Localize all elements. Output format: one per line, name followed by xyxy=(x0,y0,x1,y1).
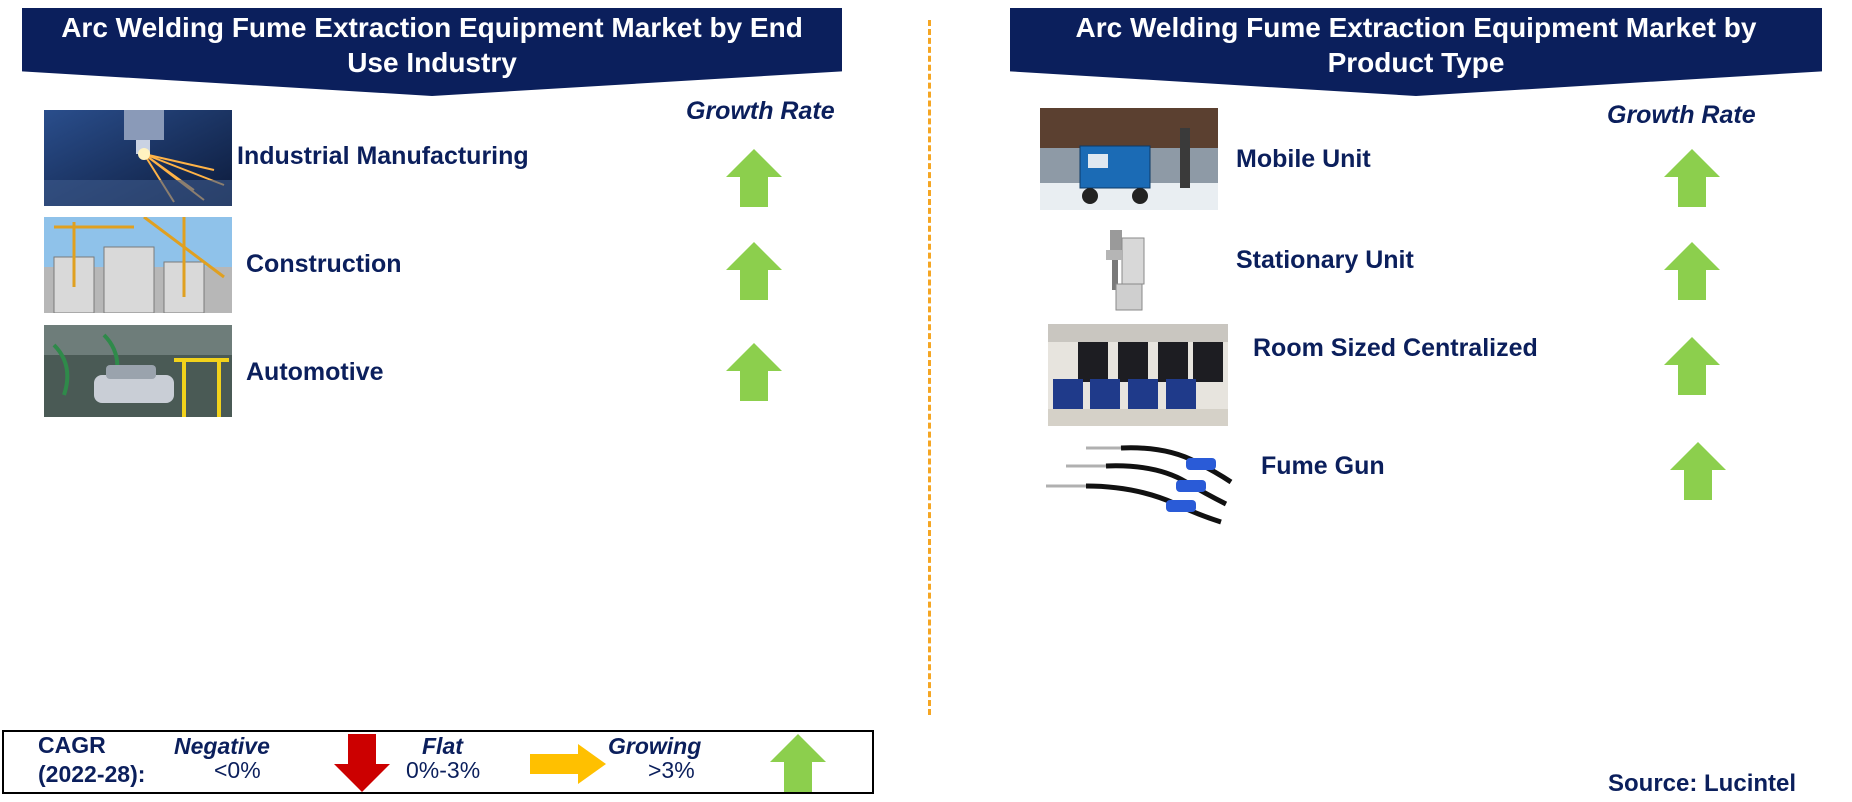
legend-flat-label: Flat xyxy=(422,733,463,759)
legend-negative-label: Negative xyxy=(174,733,270,759)
right-growth-rate-header: Growth Rate xyxy=(1607,101,1756,129)
legend-cagr-line1: CAGR xyxy=(38,732,106,758)
left-title-line1: Arc Welding Fume Extraction Equipment Ma… xyxy=(61,12,803,43)
left-item-construction: Construction xyxy=(246,250,402,278)
welding-sparks-photo xyxy=(44,110,232,206)
fume-gun-photo xyxy=(1046,442,1236,530)
panel-divider xyxy=(928,20,931,715)
right-panel-title: Arc Welding Fume Extraction Equipment Ma… xyxy=(1010,8,1822,96)
left-item-industrial-manufacturing: Industrial Manufacturing xyxy=(237,142,529,170)
right-item-mobile-unit: Mobile Unit xyxy=(1236,145,1371,173)
left-growth-rate-header: Growth Rate xyxy=(686,97,835,125)
up-arrow-icon xyxy=(1664,337,1720,395)
construction-cranes-photo xyxy=(44,217,232,313)
left-title-line2: Use Industry xyxy=(347,47,517,78)
up-arrow-icon xyxy=(726,242,782,300)
up-arrow-icon xyxy=(770,734,826,792)
legend-negative-value: <0% xyxy=(214,757,261,783)
legend-growing-label: Growing xyxy=(608,733,702,759)
up-arrow-icon xyxy=(1664,149,1720,207)
right-item-stationary-unit: Stationary Unit xyxy=(1236,246,1414,274)
right-arrow-icon xyxy=(530,744,606,784)
right-title-line1: Arc Welding Fume Extraction Equipment Ma… xyxy=(1075,12,1757,43)
right-item-room-sized-centralized: Room Sized Centralized xyxy=(1253,334,1538,362)
down-arrow-icon xyxy=(334,734,390,792)
left-item-automotive: Automotive xyxy=(246,358,384,386)
mobile-fume-extractor-photo xyxy=(1040,108,1218,210)
legend-cagr-line2: (2022-28): xyxy=(38,761,146,787)
source-credit: Source: Lucintel xyxy=(1608,770,1797,797)
right-item-fume-gun: Fume Gun xyxy=(1261,452,1385,480)
legend-growing-value: >3% xyxy=(648,757,695,783)
cagr-legend: CAGR (2022-28): Negative <0% Flat 0%-3% … xyxy=(2,730,874,794)
centralized-system-photo xyxy=(1048,324,1228,426)
right-title-line2: Product Type xyxy=(1327,47,1505,78)
legend-flat-value: 0%-3% xyxy=(406,757,481,783)
up-arrow-icon xyxy=(1664,242,1720,300)
up-arrow-icon xyxy=(726,149,782,207)
up-arrow-icon xyxy=(726,343,782,401)
up-arrow-icon xyxy=(1670,442,1726,500)
automotive-assembly-photo xyxy=(44,325,232,417)
left-panel-title: Arc Welding Fume Extraction Equipment Ma… xyxy=(22,8,842,96)
stationary-unit-photo xyxy=(1100,228,1148,312)
